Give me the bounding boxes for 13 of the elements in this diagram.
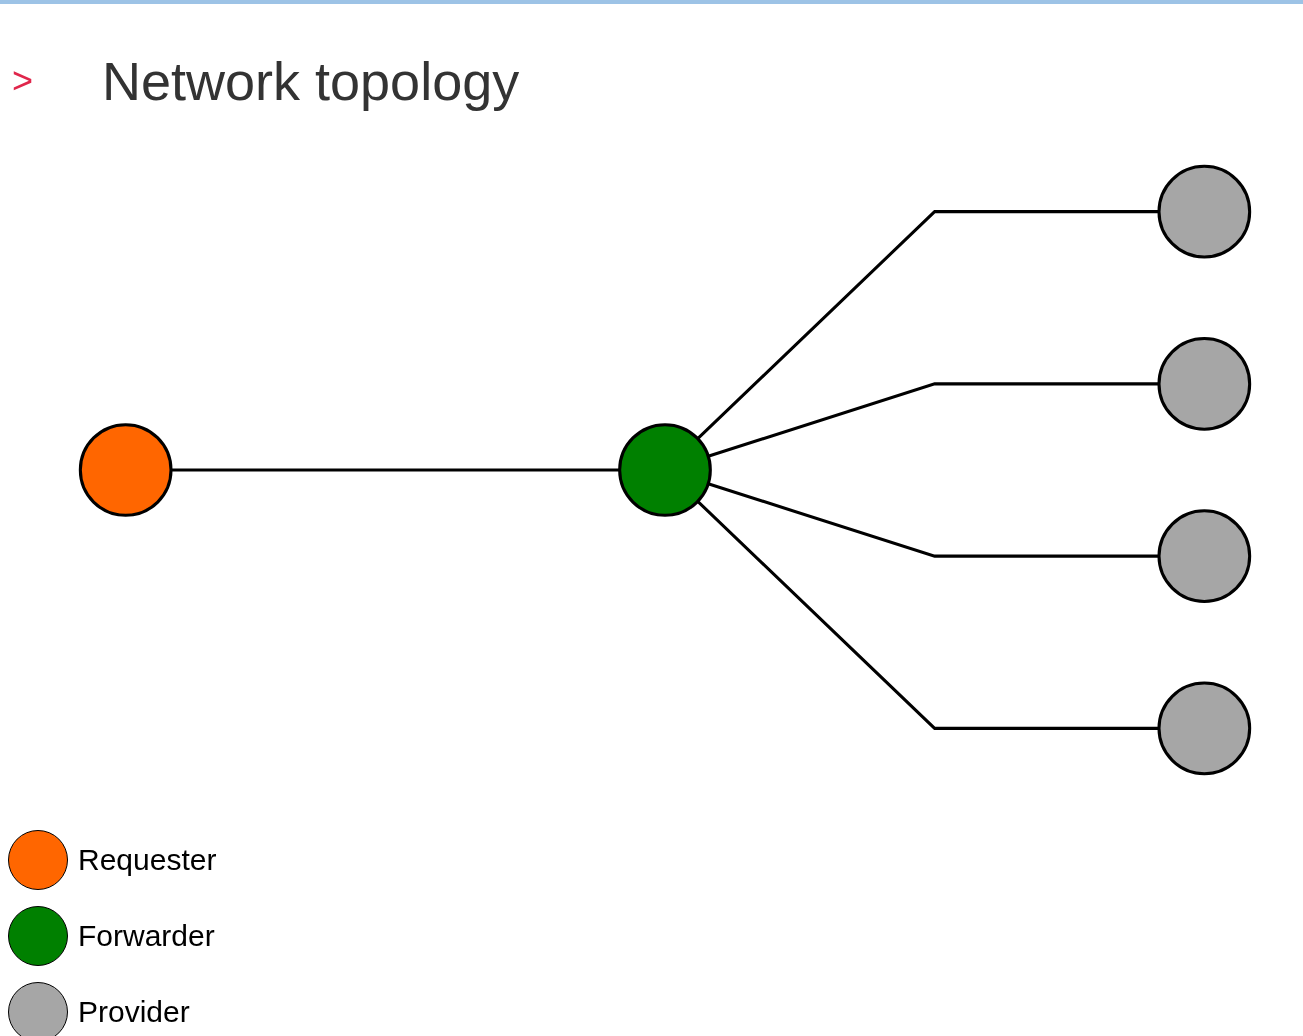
legend-text: Provider — [78, 995, 190, 1029]
network-node-circle — [1157, 164, 1252, 259]
connection-line — [696, 210, 1159, 440]
network-node-circle — [78, 423, 173, 517]
legend-text: Forwarder — [78, 919, 215, 953]
network-node-circle — [1157, 681, 1252, 776]
title: Network topology — [102, 50, 520, 112]
legend-text: Requester — [78, 843, 217, 877]
connection-line — [696, 500, 1159, 730]
network-node-circle — [618, 423, 712, 517]
network-node-circle — [1157, 337, 1252, 431]
network-node-circle — [1157, 509, 1252, 603]
bullet-mark: > — [12, 60, 35, 102]
